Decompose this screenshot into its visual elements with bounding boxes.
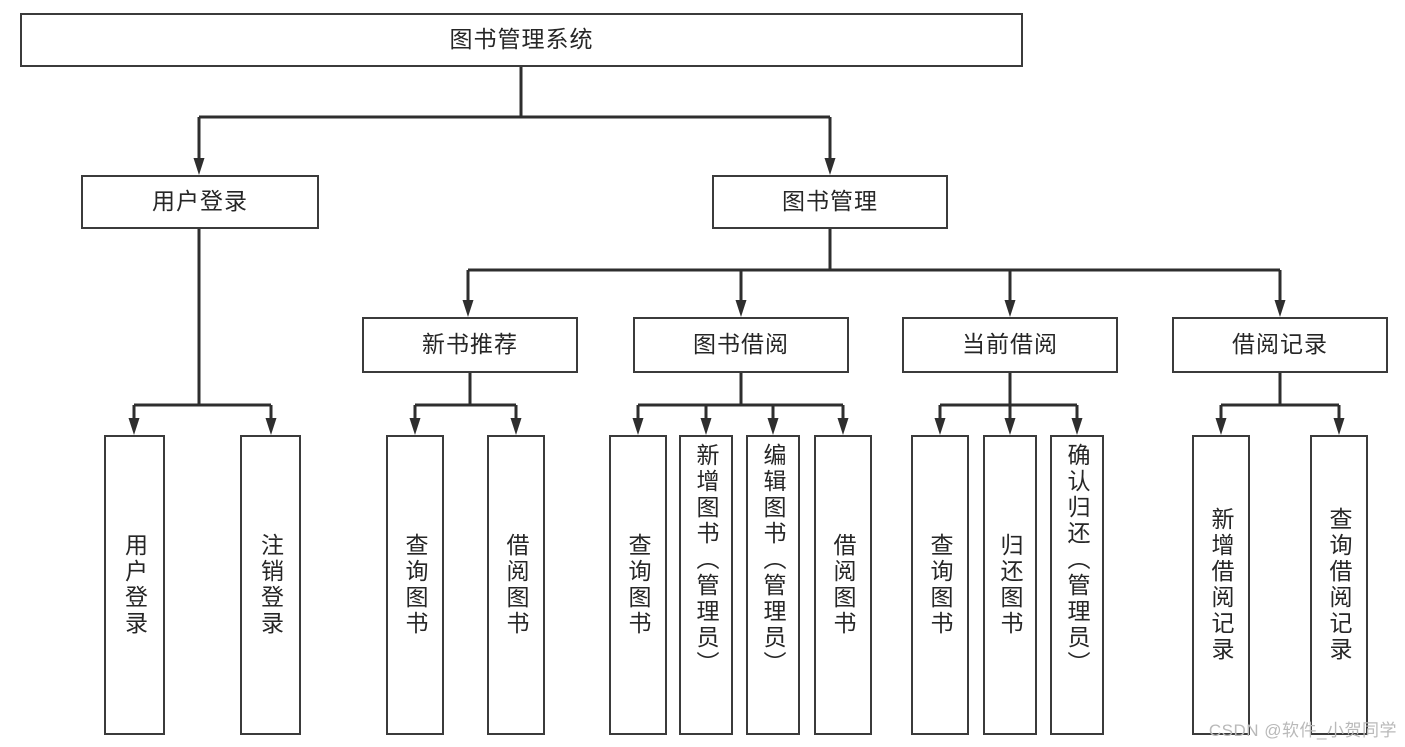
node-label: 新增图书（管理员） bbox=[693, 443, 719, 677]
node-label: 注销登录 bbox=[257, 533, 284, 637]
node-label: 图书借阅 bbox=[693, 331, 789, 358]
leaf-node-用户登录[interactable]: 用户登录 bbox=[104, 435, 165, 735]
node-label: 用户登录 bbox=[121, 533, 148, 637]
node-label: 用户登录 bbox=[152, 188, 248, 215]
leaf-node-确认归还-管理员[interactable]: 确认归还（管理员） bbox=[1050, 435, 1104, 735]
leaf-node-新增图书-管理员[interactable]: 新增图书（管理员） bbox=[679, 435, 733, 735]
node-label: 查询图书 bbox=[625, 533, 651, 637]
node-新书推荐[interactable]: 新书推荐 bbox=[362, 317, 578, 373]
leaf-node-查询图书-新书推荐[interactable]: 查询图书 bbox=[386, 435, 444, 735]
node-label: 图书管理系统 bbox=[449, 26, 594, 53]
leaf-node-查询借阅记录[interactable]: 查询借阅记录 bbox=[1310, 435, 1368, 735]
node-借阅记录[interactable]: 借阅记录 bbox=[1172, 317, 1388, 373]
leaf-node-借阅图书-新书推荐[interactable]: 借阅图书 bbox=[487, 435, 545, 735]
node-label: 查询图书 bbox=[927, 533, 953, 637]
leaf-node-编辑图书-管理员[interactable]: 编辑图书（管理员） bbox=[746, 435, 800, 735]
leaf-node-借阅图书-图书借阅[interactable]: 借阅图书 bbox=[814, 435, 872, 735]
leaf-node-查询图书-当前借阅[interactable]: 查询图书 bbox=[911, 435, 969, 735]
node-label: 查询借阅记录 bbox=[1326, 507, 1352, 663]
leaf-node-归还图书[interactable]: 归还图书 bbox=[983, 435, 1037, 735]
node-label: 新书推荐 bbox=[422, 331, 518, 358]
node-root-图书管理系统[interactable]: 图书管理系统 bbox=[20, 13, 1023, 67]
node-label: 借阅图书 bbox=[830, 533, 856, 637]
leaf-node-新增借阅记录[interactable]: 新增借阅记录 bbox=[1192, 435, 1250, 735]
leaf-node-查询图书-图书借阅[interactable]: 查询图书 bbox=[609, 435, 667, 735]
node-label: 当前借阅 bbox=[962, 331, 1058, 358]
node-用户登录[interactable]: 用户登录 bbox=[81, 175, 319, 229]
node-label: 归还图书 bbox=[997, 533, 1023, 637]
node-label: 查询图书 bbox=[402, 533, 428, 637]
node-图书借阅[interactable]: 图书借阅 bbox=[633, 317, 849, 373]
node-label: 新增借阅记录 bbox=[1208, 507, 1234, 663]
node-label: 编辑图书（管理员） bbox=[760, 443, 786, 677]
connector-lines bbox=[132, 67, 1341, 418]
arrow-heads bbox=[128, 158, 1345, 435]
node-label: 图书管理 bbox=[782, 188, 878, 215]
node-label: 确认归还（管理员） bbox=[1064, 443, 1090, 677]
node-当前借阅[interactable]: 当前借阅 bbox=[902, 317, 1118, 373]
node-label: 借阅图书 bbox=[503, 533, 529, 637]
leaf-node-注销登录[interactable]: 注销登录 bbox=[240, 435, 301, 735]
node-label: 借阅记录 bbox=[1232, 331, 1328, 358]
node-图书管理[interactable]: 图书管理 bbox=[712, 175, 948, 229]
